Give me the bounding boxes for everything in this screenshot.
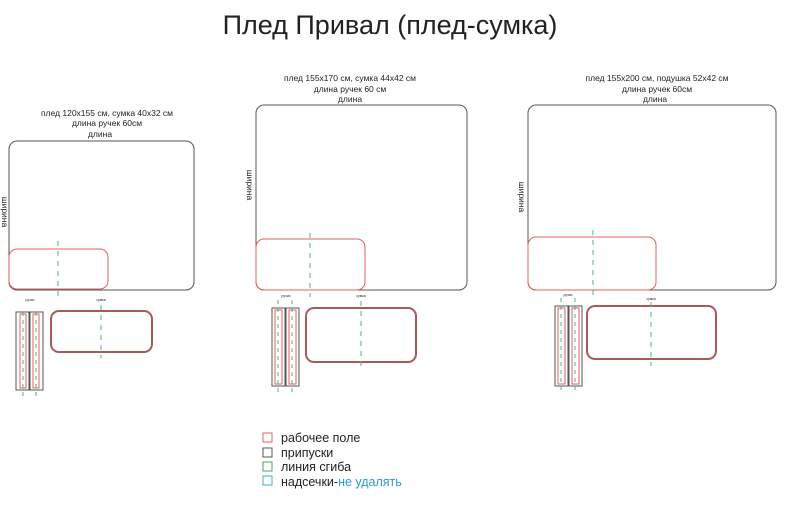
work-area <box>255 238 366 291</box>
legend-label: надсечки-не удалять <box>281 475 402 489</box>
handles-label: ручки <box>282 294 291 298</box>
panel-1: плед 120x155 см, сумка 40x32 см длина ру… <box>0 108 195 396</box>
legend-swatch-work-area <box>262 432 273 443</box>
width-label: ширина <box>0 197 10 228</box>
page-title: Плед Привал (плед-сумка) <box>223 10 558 40</box>
legend-label: припуски <box>281 446 333 460</box>
width-label: ширина <box>517 182 527 213</box>
legend-swatch-fold <box>262 461 273 472</box>
blanket-outline <box>8 140 195 291</box>
legend-swatch-allowance <box>262 447 273 458</box>
work-area <box>8 248 109 290</box>
handles-label: ручки <box>564 293 573 297</box>
panel-spec-line: длина ручек 60 см <box>314 84 387 94</box>
legend-label-warning: не удалять <box>338 475 402 489</box>
blanket-outline <box>255 104 468 291</box>
legend-label: линия сгиба <box>281 460 351 474</box>
legend-label: рабочее поле <box>281 431 360 445</box>
bag-label: сумка <box>356 294 365 298</box>
bag-label: сумка <box>96 298 105 302</box>
blanket-outline <box>527 104 777 291</box>
work-area <box>527 236 657 291</box>
width-label: ширина <box>245 170 255 201</box>
panel-2: плед 155x170 см, сумка 44x42 см длина ру… <box>245 73 468 392</box>
legend-label-main: надсечки- <box>281 475 338 489</box>
length-label: длина <box>643 94 667 104</box>
panel-spec-line: плед 155x200 см, подушка 52x42 см <box>586 73 729 83</box>
legend-swatch-notches <box>262 475 273 486</box>
panel-3: плед 155x200 см, подушка 52x42 см длина … <box>517 73 777 392</box>
panel-spec-line: длина ручек 60см <box>72 118 142 128</box>
panel-spec-line: плед 120x155 см, сумка 40x32 см <box>41 108 173 118</box>
panel-spec-line: плед 155x170 см, сумка 44x42 см <box>284 73 416 83</box>
bag-label: сумка <box>646 297 655 301</box>
bag-piece <box>50 310 153 353</box>
legend: рабочее поле припуски линия сгиба надсеч… <box>262 431 402 489</box>
length-label: длина <box>338 94 362 104</box>
panel-spec-line: длина ручек 60см <box>622 84 692 94</box>
length-label: длина <box>88 129 112 139</box>
handles-label: ручки <box>26 298 35 302</box>
